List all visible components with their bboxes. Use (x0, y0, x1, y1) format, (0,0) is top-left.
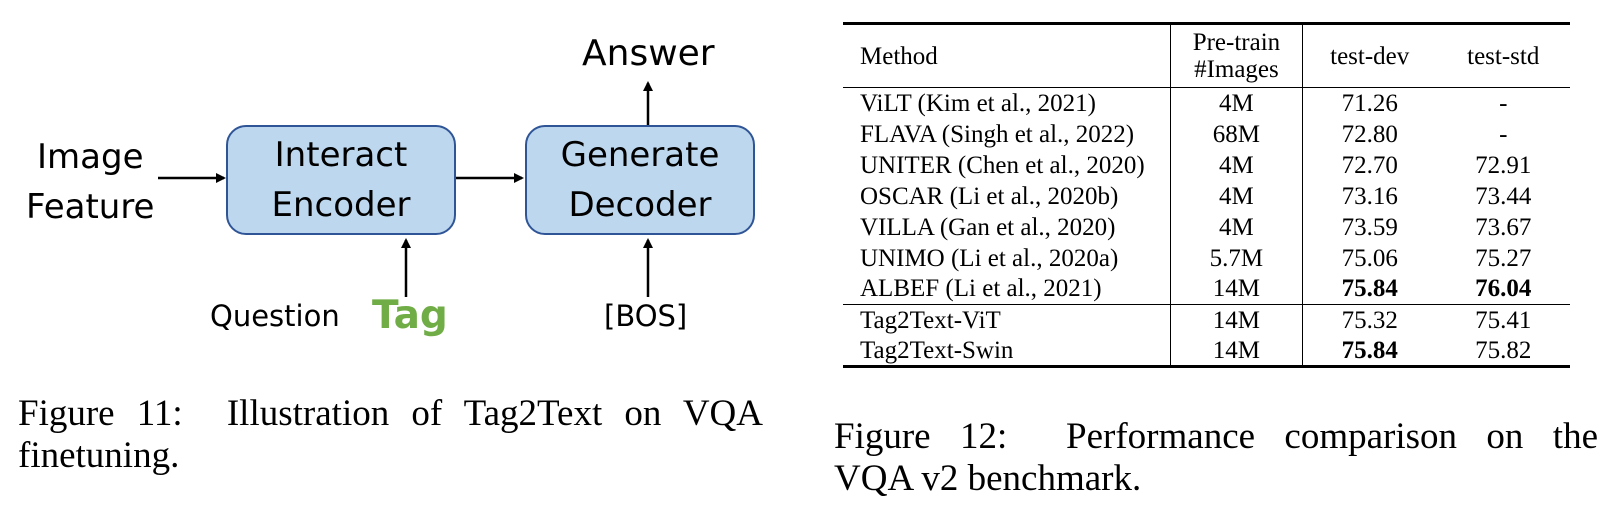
method-cell: UNITER (Chen et al., 2020) (860, 151, 1145, 179)
pretrain-cell: 14M (1169, 335, 1303, 367)
pretrain-cell: 4M (1169, 149, 1303, 181)
test-std-cell: - (1499, 89, 1508, 117)
test-std-cell: 75.82 (1475, 336, 1532, 364)
vqa-results-table-container: Method Pre-train #Images test-dev test-s… (843, 22, 1570, 368)
method-cell: ViLT (Kim et al., 2021) (860, 89, 1096, 117)
tag-label: Tag (372, 293, 448, 338)
pretrain-cell: 14M (1169, 273, 1303, 305)
table-row: ALBEF (Li et al., 2021) 14M 75.84 76.04 (843, 273, 1570, 305)
header-pretrain-line-1: Pre-train (1192, 29, 1281, 56)
test-dev-cell: 72.70 (1301, 149, 1437, 181)
method-cell: Tag2Text-Swin (860, 336, 1014, 364)
test-dev-cell: 73.59 (1301, 211, 1437, 243)
figure-11-caption-line-1: Figure 11: Illustration of Tag2Text on V… (18, 393, 763, 434)
figure-12-caption-line-1: Figure 12: Performance comparison on the (834, 416, 1598, 457)
table-header-row: Method Pre-train #Images test-dev test-s… (843, 23, 1570, 88)
method-cell: ALBEF (Li et al., 2021) (860, 275, 1102, 303)
test-dev-cell-best: 75.84 (1301, 273, 1437, 305)
test-std-cell: 73.44 (1475, 182, 1532, 210)
test-dev-cell: 73.16 (1301, 180, 1437, 212)
test-dev-cell: 75.32 (1301, 304, 1437, 336)
table-row: FLAVA (Singh et al., 2022) 68M 72.80 - (843, 118, 1570, 150)
header-test-std: test-std (1467, 42, 1540, 70)
test-std-cell: 73.67 (1475, 213, 1532, 241)
table-row-ours: Tag2Text-Swin 14M 75.84 75.82 (843, 335, 1570, 367)
method-cell: OSCAR (Li et al., 2020b) (860, 182, 1119, 210)
decoder-line-1: Generate (560, 135, 720, 175)
generate-decoder-box: Generate Decoder (525, 125, 755, 235)
pretrain-cell: 68M (1169, 118, 1303, 150)
pretrain-cell: 14M (1169, 304, 1303, 336)
header-test-dev: test-dev (1301, 23, 1437, 88)
header-pretrain-line-2: #Images (1194, 56, 1279, 83)
vqa-finetuning-diagram: Image Feature Interact Encoder Generate … (0, 0, 790, 380)
answer-label: Answer (582, 33, 715, 74)
test-std-cell: - (1499, 120, 1508, 148)
diagram-arrows (158, 81, 653, 297)
test-dev-cell: 71.26 (1301, 87, 1437, 119)
test-std-cell: 72.91 (1475, 151, 1532, 179)
encoder-line-2: Encoder (271, 185, 411, 225)
vqa-results-table: Method Pre-train #Images test-dev test-s… (843, 22, 1570, 368)
table-row: UNIMO (Li et al., 2020a) 5.7M 75.06 75.2… (843, 242, 1570, 274)
bos-label: [BOS] (604, 299, 688, 333)
table-row: VILLA (Gan et al., 2020) 4M 73.59 73.67 (843, 211, 1570, 243)
header-pretrain-images: Pre-train #Images (1169, 23, 1303, 88)
figure-12-caption-line-2: VQA v2 benchmark. (834, 458, 1142, 499)
test-std-cell: 75.27 (1475, 244, 1532, 272)
table-row: UNITER (Chen et al., 2020) 4M 72.70 72.9… (843, 149, 1570, 181)
image-feature-label: Image Feature (26, 132, 154, 232)
figure-11-caption-line-2: finetuning. (18, 435, 180, 476)
test-std-cell: 75.41 (1475, 306, 1532, 334)
decoder-line-2: Decoder (568, 185, 712, 225)
pretrain-cell: 4M (1169, 211, 1303, 243)
image-feature-line-2: Feature (26, 187, 155, 227)
method-cell: FLAVA (Singh et al., 2022) (860, 120, 1135, 148)
question-label: Question (210, 299, 340, 333)
test-dev-cell: 72.80 (1301, 118, 1437, 150)
pretrain-cell: 4M (1169, 87, 1303, 119)
method-cell: VILLA (Gan et al., 2020) (860, 213, 1116, 241)
table-row: OSCAR (Li et al., 2020b) 4M 73.16 73.44 (843, 180, 1570, 212)
figure-12-caption: Figure 12: Performance comparison on the… (834, 416, 1598, 500)
interact-encoder-box: Interact Encoder (226, 125, 456, 235)
header-method: Method (860, 42, 938, 70)
figure-11-caption: Figure 11: Illustration of Tag2Text on V… (18, 393, 763, 477)
method-cell: UNIMO (Li et al., 2020a) (860, 244, 1119, 272)
table-row-ours: Tag2Text-ViT 14M 75.32 75.41 (843, 304, 1570, 336)
image-feature-line-1: Image (37, 137, 144, 177)
method-cell: Tag2Text-ViT (860, 306, 1001, 334)
test-std-cell-best: 76.04 (1475, 275, 1532, 303)
pretrain-cell: 5.7M (1169, 242, 1303, 274)
encoder-line-1: Interact (274, 135, 408, 175)
pretrain-cell: 4M (1169, 180, 1303, 212)
table-row: ViLT (Kim et al., 2021) 4M 71.26 - (843, 87, 1570, 119)
test-dev-cell: 75.06 (1301, 242, 1437, 274)
test-dev-cell-best: 75.84 (1301, 335, 1437, 367)
